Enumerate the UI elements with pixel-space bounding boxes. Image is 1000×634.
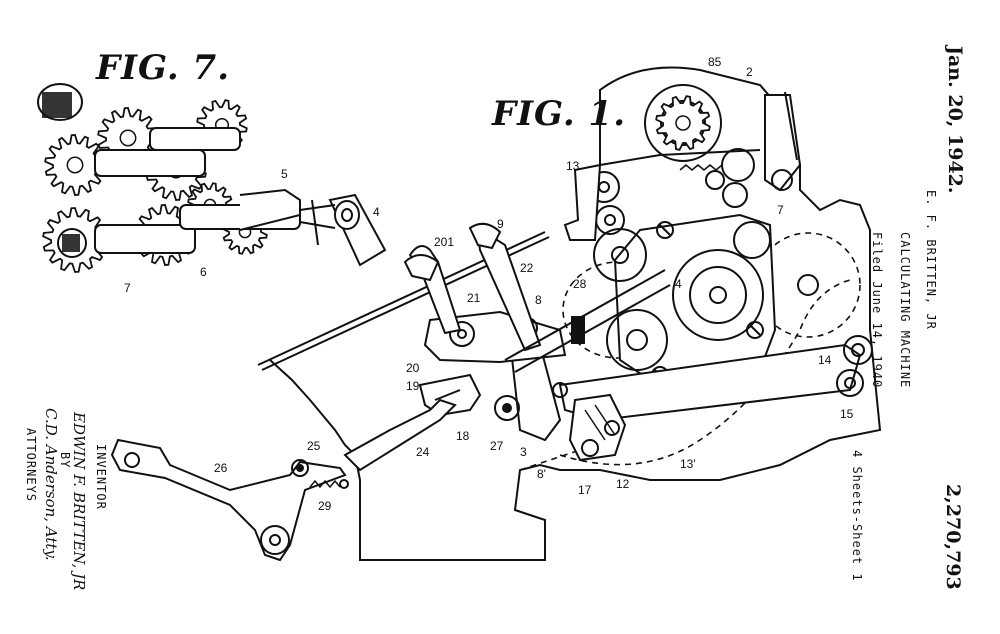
ref-25: 25 [307, 439, 321, 453]
ref-9: 9 [497, 217, 504, 231]
ref-18: 18 [456, 429, 470, 443]
ref-13-prime: 13' [680, 457, 696, 471]
fig7-title: FIG. 7. [96, 48, 231, 88]
gear-hub [66, 156, 84, 174]
by-label: BY [58, 452, 72, 469]
ref-13: 13 [566, 159, 580, 173]
inventor-role: INVENTOR [94, 444, 108, 510]
ref-8-prime: 8' [537, 467, 546, 481]
attorney-signature: C.D. Anderson, Atty. [42, 408, 60, 561]
ref-24: 24 [416, 445, 430, 459]
ref-21: 21 [467, 291, 481, 305]
ref-6: 6 [200, 265, 207, 279]
gear-hub [675, 115, 691, 131]
ref-5: 5 [281, 167, 288, 181]
ref-15: 15 [840, 407, 854, 421]
ref-2: 2 [746, 65, 753, 79]
ref-14: 14 [818, 353, 832, 367]
fig1-mechanism [110, 66, 882, 562]
ref-17: 17 [578, 483, 592, 497]
ref-8: 8 [535, 293, 542, 307]
ref-4-fig7: 4 [373, 205, 380, 219]
filed-date: Filed June 14, 1940 [870, 232, 884, 389]
ref-7-fig1: 7 [777, 203, 784, 217]
ref-85: 85 [708, 55, 722, 69]
ref-201: 201 [434, 235, 455, 249]
inventor-name: EDWIN F. BRITTEN, JR [70, 412, 88, 591]
ref-22: 22 [520, 261, 534, 275]
sheets-info: 4 Sheets-Sheet 1 [850, 450, 864, 582]
ref-3: 3 [520, 445, 527, 459]
ref-29: 29 [318, 499, 332, 513]
inventor-line: E. F. BRITTEN, JR [924, 190, 938, 330]
gear-hub [119, 129, 137, 147]
fig7-gear-train [37, 83, 387, 273]
ref-4-fig1: 4 [675, 277, 682, 291]
ref-28: 28 [573, 277, 587, 291]
invention-title: CALCULATING MACHINE [898, 232, 912, 389]
ref-19: 19 [406, 379, 420, 393]
ref-12: 12 [616, 477, 630, 491]
fig1-title: FIG. 1. [492, 94, 627, 134]
ref-27: 27 [490, 439, 504, 453]
attorneys-label: ATTORNEYS [24, 428, 38, 503]
ref-26: 26 [214, 461, 228, 475]
patent-number: 2,270,793 [942, 484, 964, 590]
patent-date: Jan. 20, 1942. [944, 46, 966, 194]
ref-7-fig7: 7 [124, 281, 131, 295]
ref-20: 20 [406, 361, 420, 375]
